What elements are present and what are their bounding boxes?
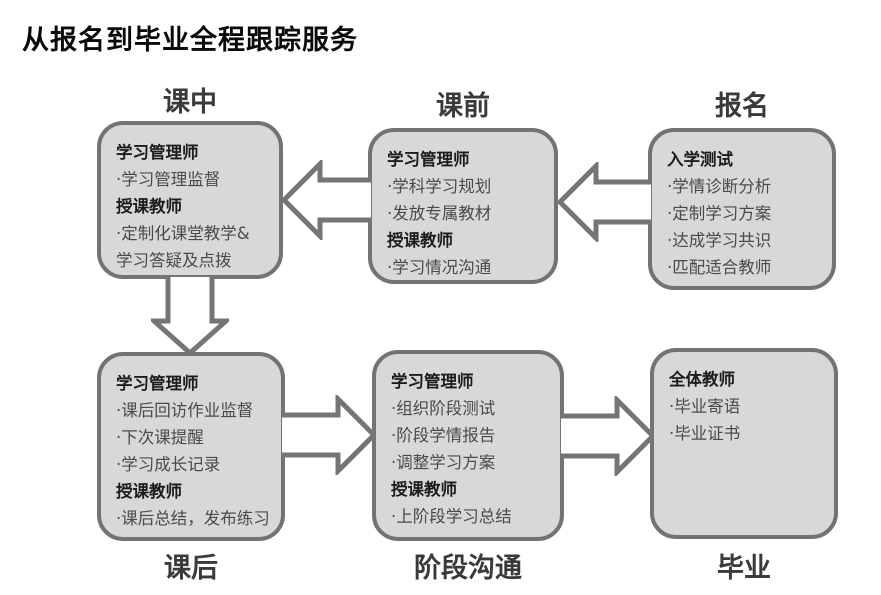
box-line: ·毕业证书 <box>669 424 741 443</box>
box-line: ·学习成长记录 <box>116 455 221 474</box>
box-line: ·学情诊断分析 <box>667 177 772 196</box>
box-line: ·课后回访作业监督 <box>116 401 254 420</box>
box-line: ·学习管理监督 <box>116 170 221 189</box>
box-line: ·课后总结，发布练习 <box>116 509 270 528</box>
box-line: ·学习情况沟通 <box>387 258 492 277</box>
box-line: ·匹配适合教师 <box>667 258 772 277</box>
stage-box-jieduangoutong: 学习管理师 ·组织阶段测试 ·阶段学情报告 ·调整学习方案 授课教师 ·上阶段学… <box>372 350 564 541</box>
box-line: 学习答疑及点拨 <box>116 251 232 270</box>
stage-label-baoming: 报名 <box>715 91 769 122</box>
box-heading: 授课教师 <box>116 482 182 501</box>
arrow-jieduangoutong-to-biye-right-icon <box>561 396 654 476</box>
stage-box-baoming: 入学测试 ·学情诊断分析 ·定制学习方案 ·达成学习共识 ·匹配适合教师 <box>648 128 836 290</box>
arrow-kehou-to-jieduangoutong-right-icon <box>282 395 375 475</box>
stage-box-kezhong: 学习管理师 ·学习管理监督 授课教师 ·定制化课堂教学& 学习答疑及点拨 <box>97 121 283 279</box>
box-heading: 学习管理师 <box>387 150 470 169</box>
box-line: ·阶段学情报告 <box>391 426 496 445</box>
box-line: ·发放专属教材 <box>387 204 492 223</box>
box-heading: 学习管理师 <box>391 372 474 391</box>
arrow-keqian-to-kezhong-left-icon <box>280 160 371 240</box>
stage-label-kezhong: 课中 <box>163 87 217 118</box>
box-line: ·毕业寄语 <box>669 397 741 416</box>
box-heading: 授课教师 <box>387 231 453 250</box>
box-line: ·学科学习规划 <box>387 177 492 196</box>
box-heading: 学习管理师 <box>116 143 199 162</box>
box-heading: 入学测试 <box>667 150 733 169</box>
stage-label-biye: 毕业 <box>717 553 771 584</box>
box-line: ·达成学习共识 <box>667 231 772 250</box>
stage-box-kehou: 学习管理师 ·课后回访作业监督 ·下次课提醒 ·学习成长记录 授课教师 ·课后总… <box>97 352 285 541</box>
arrow-kezhong-to-kehou-down-icon <box>151 277 229 357</box>
stage-label-jieduangoutong: 阶段沟通 <box>414 553 522 584</box>
stage-label-keqian: 课前 <box>436 91 490 122</box>
box-line: ·定制化课堂教学& <box>116 224 250 243</box>
stage-box-keqian: 学习管理师 ·学科学习规划 ·发放专属教材 授课教师 ·学习情况沟通 <box>368 128 558 284</box>
box-line: ·调整学习方案 <box>391 453 496 472</box>
box-line: ·定制学习方案 <box>667 204 772 223</box>
stage-label-kehou: 课后 <box>164 553 218 584</box>
box-heading: 学习管理师 <box>116 374 199 393</box>
box-line: ·下次课提醒 <box>116 428 204 447</box>
page-title: 从报名到毕业全程跟踪服务 <box>22 25 358 56</box>
box-heading: 全体教师 <box>669 370 735 389</box>
box-heading: 授课教师 <box>391 480 457 499</box>
box-heading: 授课教师 <box>116 197 182 216</box>
arrow-baoming-to-keqian-left-icon <box>556 162 651 242</box>
box-line: ·上阶段学习总结 <box>391 507 512 526</box>
stage-box-biye: 全体教师 ·毕业寄语 ·毕业证书 <box>650 348 838 539</box>
box-line: ·组织阶段测试 <box>391 399 496 418</box>
